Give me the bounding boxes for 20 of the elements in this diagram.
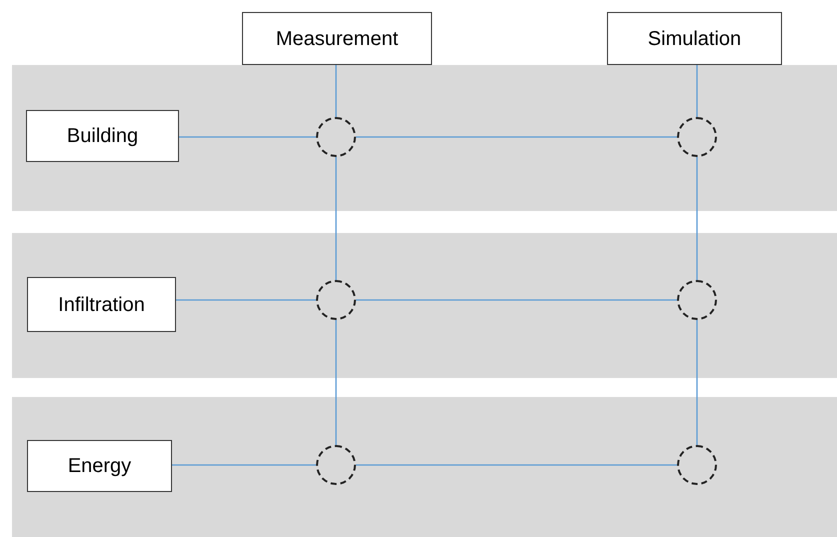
label-box: Simulation — [607, 12, 782, 65]
label-box: Infiltration — [27, 277, 176, 332]
connector-line — [696, 65, 698, 117]
band — [12, 65, 837, 211]
connector-line — [356, 136, 677, 138]
label-box: Building — [26, 110, 179, 162]
band — [12, 233, 837, 378]
connector-line — [335, 65, 337, 117]
connector-line — [696, 320, 698, 445]
connector-line — [335, 320, 337, 445]
label-box: Measurement — [242, 12, 432, 65]
connector-line — [172, 464, 316, 466]
label-box: Energy — [27, 440, 172, 492]
connector-line — [356, 464, 677, 466]
connector-line — [179, 136, 316, 138]
connector-line — [356, 299, 677, 301]
connector-line — [176, 299, 316, 301]
connector-line — [696, 157, 698, 280]
band — [12, 397, 837, 537]
connector-line — [335, 157, 337, 280]
